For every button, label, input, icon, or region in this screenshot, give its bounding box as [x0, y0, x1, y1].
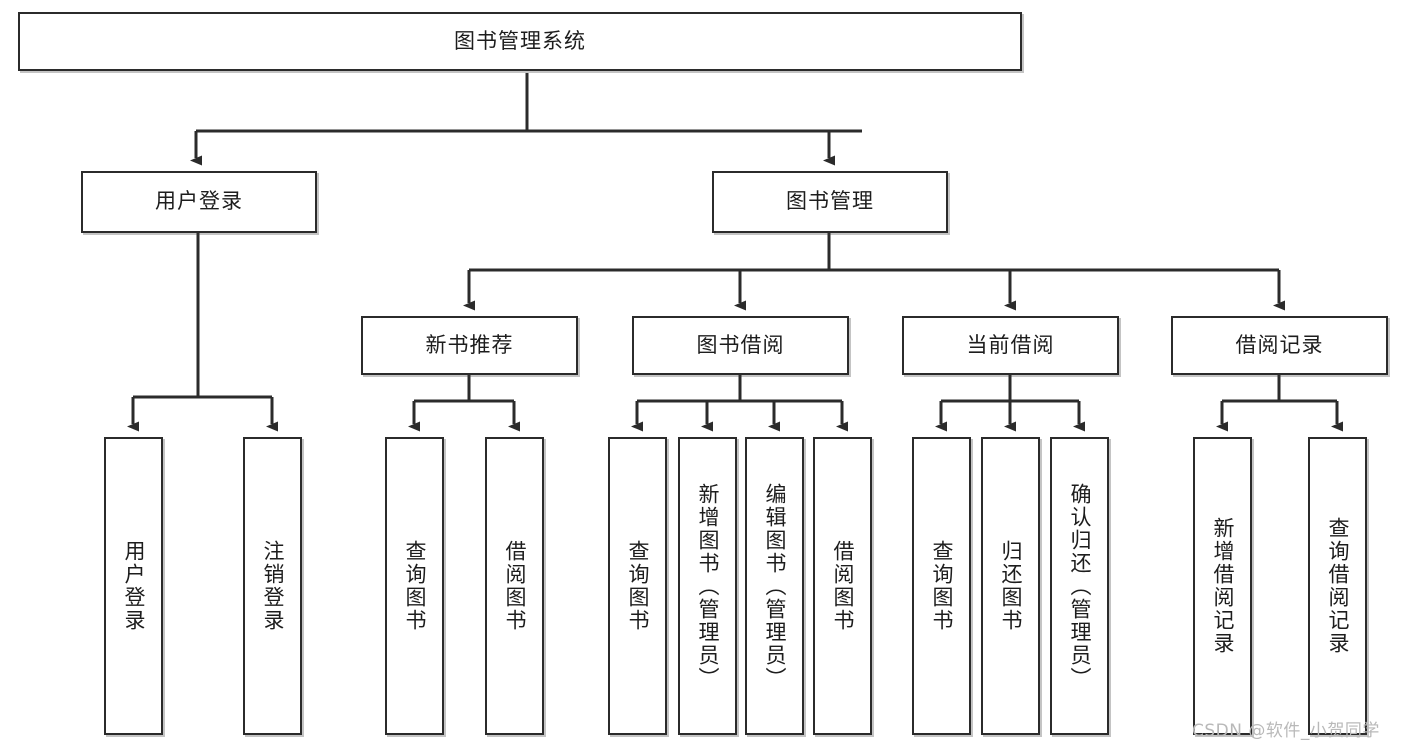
node-borrow-record[interactable]: 借阅记录	[1171, 316, 1388, 375]
leaf-book-borrow-add[interactable]: 新增图书（管理员）	[678, 437, 737, 735]
leaf-new-book-query[interactable]: 查询图书	[385, 437, 444, 735]
leaf-current-borrow-return[interactable]: 归还图书	[981, 437, 1040, 735]
leaf-label: 借阅图书	[502, 540, 527, 632]
leaf-label: 归还图书	[998, 540, 1023, 632]
leaf-label: 编辑图书（管理员）	[762, 482, 787, 690]
node-new-book-recommend[interactable]: 新书推荐	[361, 316, 578, 375]
leaf-borrow-record-query[interactable]: 查询借阅记录	[1308, 437, 1367, 735]
leaf-label: 注销登录	[260, 540, 285, 632]
leaf-label: 新增图书（管理员）	[695, 482, 720, 690]
node-current-borrow[interactable]: 当前借阅	[902, 316, 1119, 375]
leaf-current-borrow-query[interactable]: 查询图书	[912, 437, 971, 735]
leaf-current-borrow-confirm-return[interactable]: 确认归还（管理员）	[1050, 437, 1109, 735]
leaf-borrow-record-add[interactable]: 新增借阅记录	[1193, 437, 1252, 735]
leaf-label: 查询借阅记录	[1325, 517, 1350, 655]
leaf-label: 查询图书	[625, 540, 650, 632]
leaf-user-login-login[interactable]: 用户登录	[104, 437, 163, 735]
leaf-user-login-logout[interactable]: 注销登录	[243, 437, 302, 735]
leaf-label: 查询图书	[929, 540, 954, 632]
leaf-book-borrow-edit[interactable]: 编辑图书（管理员）	[745, 437, 804, 735]
node-user-login[interactable]: 用户登录	[81, 171, 317, 233]
leaf-label: 新增借阅记录	[1210, 517, 1235, 655]
node-book-management[interactable]: 图书管理	[712, 171, 948, 233]
leaf-new-book-borrow[interactable]: 借阅图书	[485, 437, 544, 735]
leaf-label: 用户登录	[121, 540, 146, 632]
leaf-label: 查询图书	[402, 540, 427, 632]
csdn-watermark: CSDN @软件_小贺同学	[1192, 721, 1380, 741]
leaf-book-borrow-query[interactable]: 查询图书	[608, 437, 667, 735]
leaf-book-borrow-borrow[interactable]: 借阅图书	[813, 437, 872, 735]
node-root-system[interactable]: 图书管理系统	[18, 12, 1022, 71]
node-book-borrow[interactable]: 图书借阅	[632, 316, 849, 375]
leaf-label: 确认归还（管理员）	[1067, 482, 1092, 690]
leaf-label: 借阅图书	[830, 540, 855, 632]
